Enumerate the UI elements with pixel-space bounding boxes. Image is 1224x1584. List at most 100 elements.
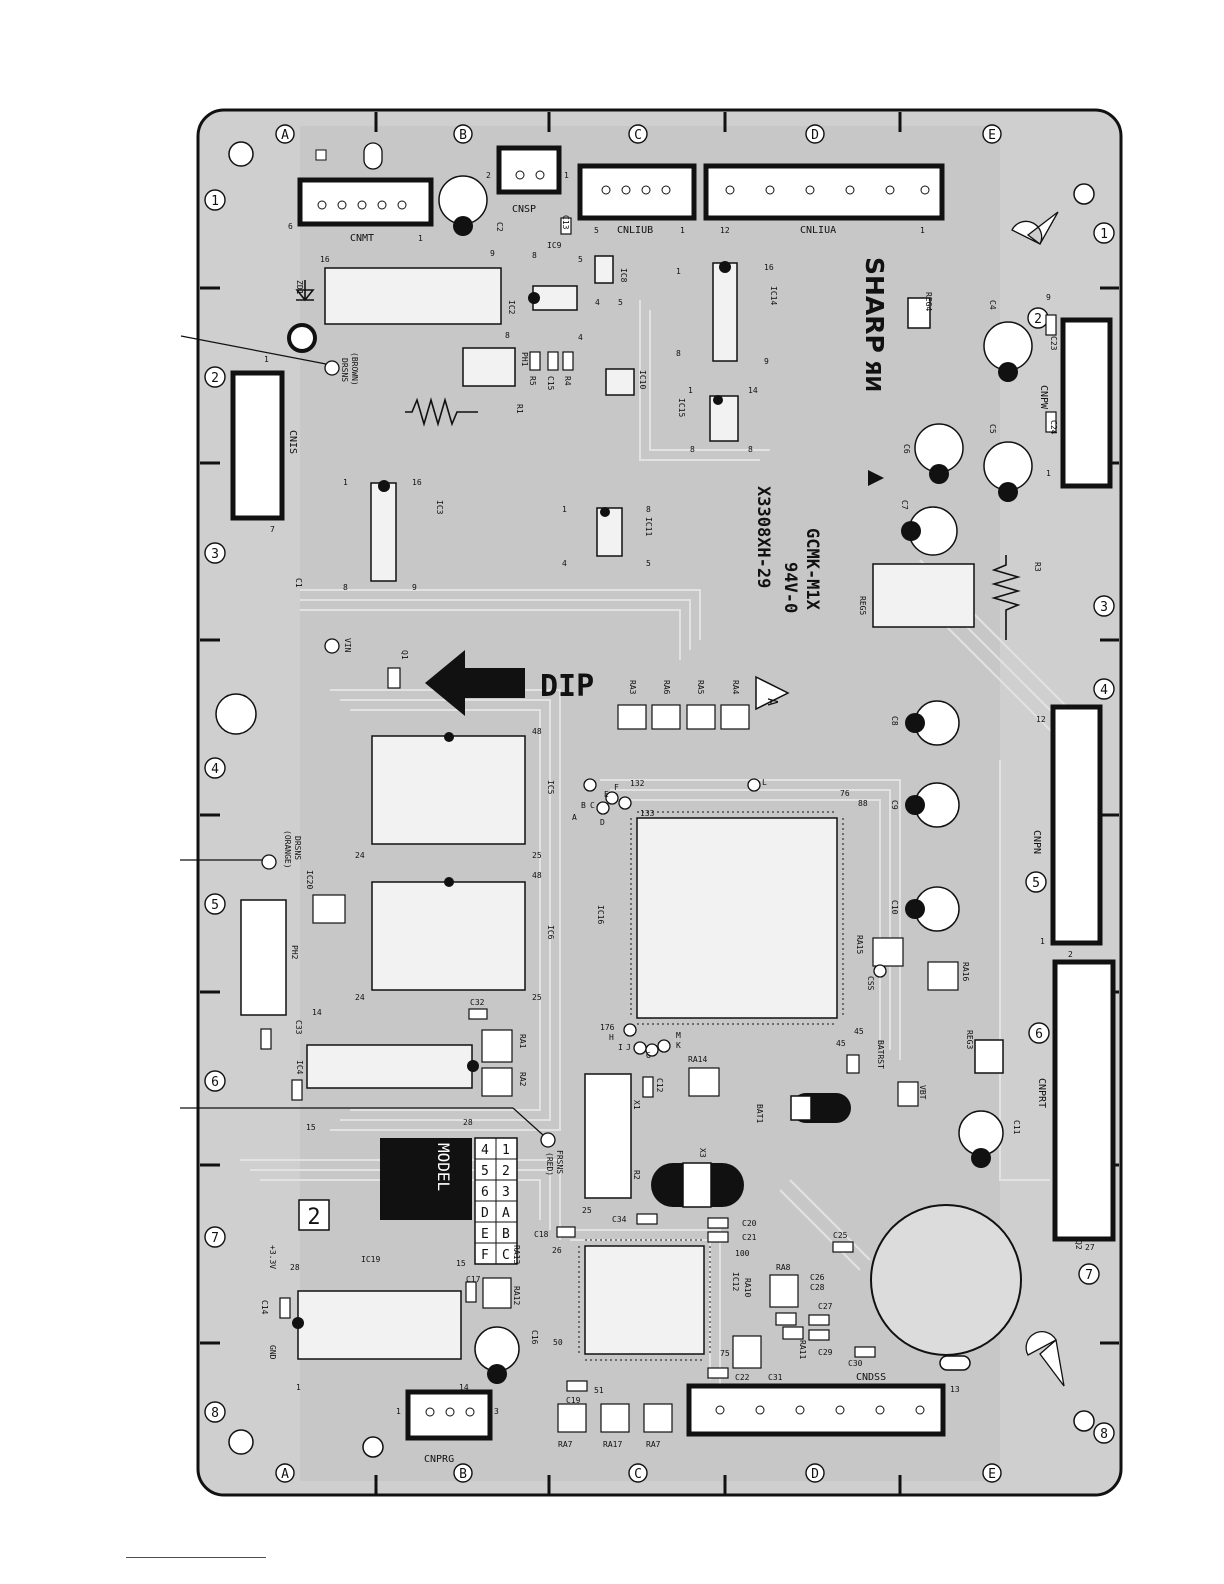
svg-text:A: A [572,813,577,822]
svg-text:25: 25 [532,851,542,860]
dip-label: DIP [540,669,594,704]
model-label: MODEL [434,1143,453,1191]
svg-text:K: K [676,1041,681,1050]
svg-text:14: 14 [748,386,758,395]
svg-text:VIN: VIN [343,638,352,653]
svg-text:CNDSS: CNDSS [856,1372,886,1383]
edge-ticks [200,112,1119,1495]
svg-text:1: 1 [920,226,925,235]
sensor-frsns-red-note: (RED) [545,1152,554,1176]
sensor-frsns-red-label: FRSNS [555,1150,564,1174]
svg-text:2: 2 [486,171,491,180]
svg-text:24: 24 [355,851,365,860]
svg-text:C1: C1 [294,578,303,588]
svg-text:13: 13 [950,1385,960,1394]
mounting-holes [215,141,1095,1458]
svg-text:45: 45 [854,1027,864,1036]
svg-text:RA8: RA8 [776,1263,791,1272]
hole-ring [287,323,317,353]
svg-text:176: 176 [600,1023,615,1032]
svg-text:VBT: VBT [918,1085,927,1100]
connector-cnsp: 2 1 CNSP [486,145,569,215]
grid-col-c-top: C [634,128,642,143]
svg-text:25: 25 [532,993,542,1002]
chip-components [260,217,1057,1392]
svg-text:28: 28 [463,1118,473,1127]
svg-text:RA15: RA15 [855,935,864,954]
svg-text:R1: R1 [515,404,524,414]
svg-text:A: A [502,1206,510,1221]
svg-text:RA7: RA7 [646,1440,661,1449]
svg-text:100: 100 [735,1249,750,1258]
svg-text:45: 45 [836,1039,846,1048]
svg-text:RA5: RA5 [696,680,705,695]
svg-text:1: 1 [343,478,348,487]
svg-text:F: F [481,1248,489,1263]
connector-cnpw: 9 1 CNPW [1038,293,1113,489]
svg-text:48: 48 [532,871,542,880]
svg-text:D: D [481,1206,489,1221]
svg-text:L: L [762,778,767,787]
svg-text:RA2: RA2 [518,1072,527,1087]
fiducial-cone-bottom-icon [1025,1331,1065,1387]
svg-text:J: J [626,1043,631,1052]
svg-text:M: M [676,1031,681,1040]
svg-text:IC3: IC3 [435,500,444,515]
sensor-drsns-brown-label: DRSNS [340,358,349,382]
svg-text:1: 1 [264,355,269,364]
svg-text:C4: C4 [988,300,997,310]
svg-text:C24: C24 [1049,420,1058,435]
svg-text:BATRST: BATRST [876,1040,885,1069]
grid-row-8-right: 8 [1100,1427,1108,1442]
grid-row-6-left: 6 [211,1075,219,1090]
svg-text:IC2: IC2 [507,300,516,315]
board-number-box [298,1199,330,1231]
regulator-reg3 [974,1039,1004,1074]
svg-text:C7: C7 [900,500,909,510]
svg-text:76: 76 [840,789,850,798]
svg-text:14: 14 [312,1008,322,1017]
svg-text:REG5: REG5 [858,596,867,615]
connector-cnpn: 12 1 CNPN [1031,704,1103,946]
svg-text:CNPN: CNPN [1031,830,1042,854]
svg-text:4: 4 [595,298,600,307]
svg-text:50: 50 [553,1338,563,1347]
svg-text:C28: C28 [810,1283,825,1292]
svg-text:F: F [614,783,619,792]
grid-row-3-right: 3 [1100,600,1108,615]
svg-text:1: 1 [676,267,681,276]
svg-text:RA4: RA4 [731,680,740,695]
svg-text:1: 1 [564,171,569,180]
svg-text:CNPRT: CNPRT [1036,1078,1047,1108]
svg-text:C17: C17 [466,1275,481,1284]
leader-lines [180,335,544,1136]
connector-cndss: 13 CNDSS [686,1372,960,1437]
svg-text:C25: C25 [833,1231,848,1240]
resistor-r1 [405,397,478,427]
svg-text:IC14: IC14 [769,286,778,305]
svg-text:BAT1: BAT1 [755,1104,764,1123]
svg-text:3: 3 [502,1185,510,1200]
svg-text:C16: C16 [530,1330,539,1345]
svg-text:15: 15 [456,1259,466,1268]
svg-text:15: 15 [306,1123,316,1132]
svg-text:8: 8 [748,445,753,454]
resistor-r3 [991,555,1021,640]
svg-text:8: 8 [343,583,348,592]
grid-markers [204,124,1115,1483]
grid-col-e-top: E [988,128,996,143]
svg-text:133: 133 [640,809,655,818]
grid-row-7-left: 7 [211,1231,219,1246]
svg-text:IC8: IC8 [619,268,628,283]
connector-cnis: 1 7 CNIS [230,355,298,534]
svg-text:CNPRG: CNPRG [424,1454,454,1465]
svg-text:3: 3 [494,1407,499,1416]
svg-text:C30: C30 [848,1359,863,1368]
svg-text:R3: R3 [1033,562,1042,572]
svg-text:8: 8 [690,445,695,454]
board-part-number: X3308XH-29 [753,486,773,588]
svg-text:RA16: RA16 [961,962,970,981]
grid-row-4-left: 4 [211,762,219,777]
svg-text:CNMT: CNMT [350,233,374,244]
